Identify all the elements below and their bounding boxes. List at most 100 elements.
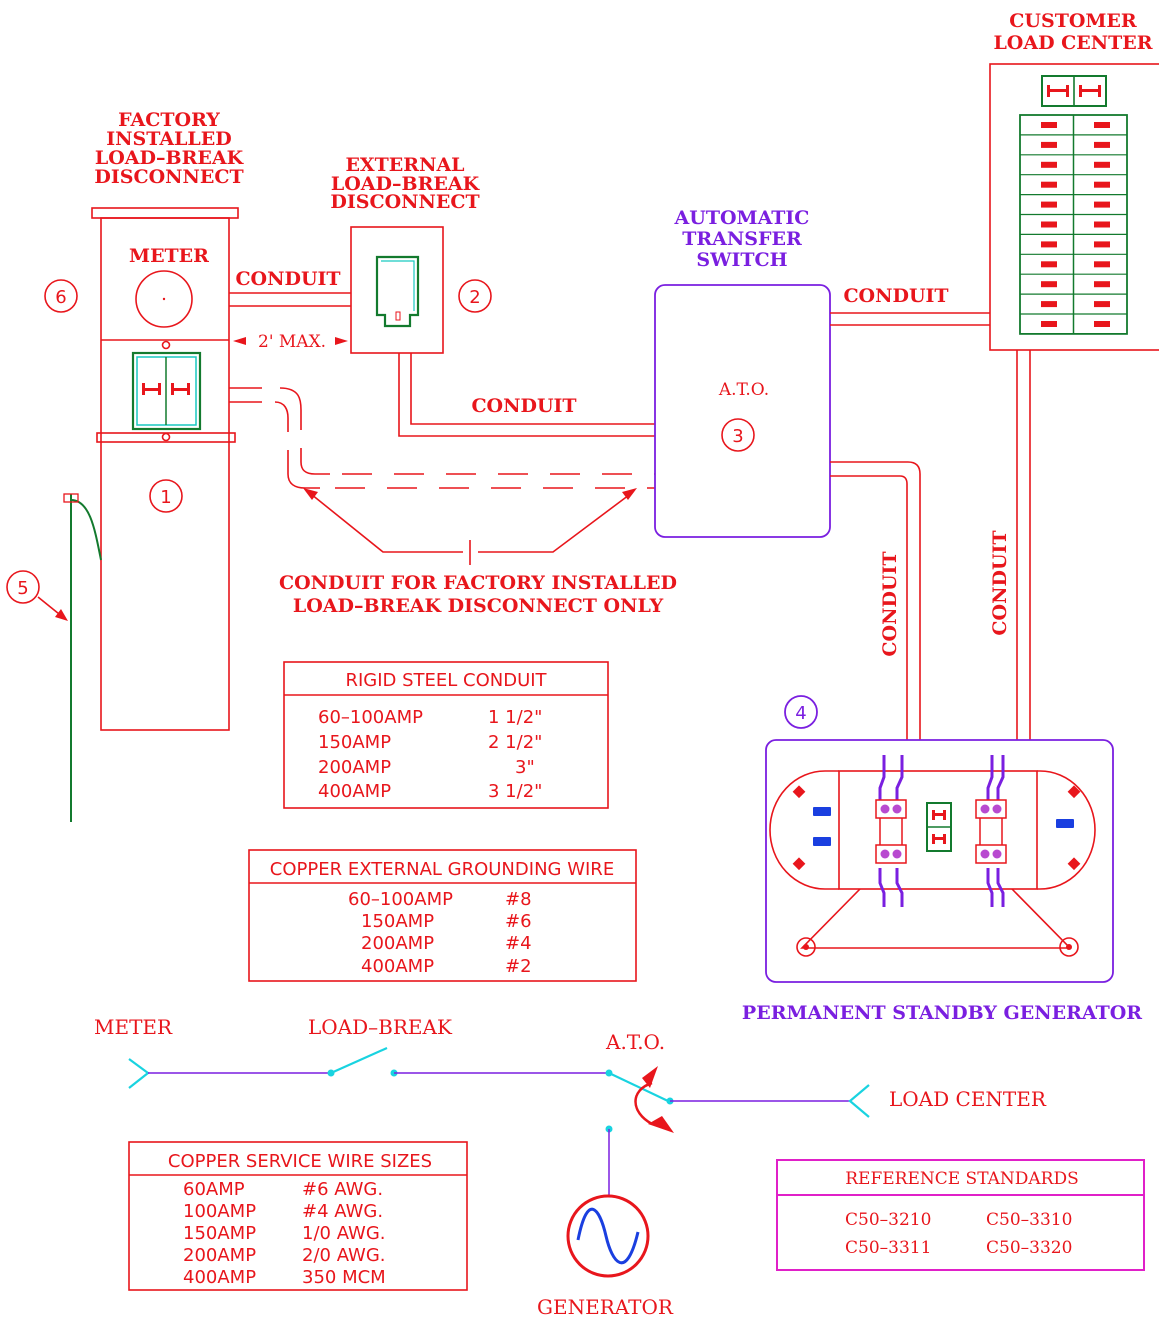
generator-symbol [566,1194,650,1278]
sine-wave-icon [576,1207,640,1265]
circuit-breaker [1041,321,1057,327]
clc-label-1: CUSTOMER [1009,10,1137,32]
conduit-label-1: CONDUIT [235,268,340,290]
callout-2: 2 [469,287,480,308]
circuit-breaker [1041,201,1057,208]
circuit-breaker [1094,181,1110,188]
grounding-row-amp: 150AMP [361,911,434,932]
rigid-row-amp: 400AMP [318,781,391,802]
rigid-row-size: 3 1/2" [488,781,542,802]
service-row-size: 1/0 AWG. [302,1223,386,1244]
service-row-size: 2/0 AWG. [302,1245,386,1266]
service-row-amp: 400AMP [183,1267,256,1288]
schematic-meter: METER [94,1015,173,1039]
factory-conduit-note: CONDUIT FOR FACTORY INSTALLED LOAD–BREAK… [279,488,677,617]
service-row-size: #4 AWG. [302,1201,383,1222]
service-title: COPPER SERVICE WIRE SIZES [168,1151,432,1172]
reference-code: C50–3310 [986,1210,1072,1230]
circuit-breaker [1094,261,1110,268]
ats-label-3: SWITCH [696,249,787,271]
disconnect-handle [375,255,420,328]
rigid-row-size: 1 1/2" [488,707,542,728]
schematic-generator: GENERATOR [537,1295,674,1319]
rigid-row-amp: 60–100AMP [318,707,423,728]
reference-code: C50–3210 [845,1210,931,1230]
callout-4: 4 [795,703,806,724]
rigid-title: RIGID STEEL CONDUIT [345,670,547,691]
callout-1: 1 [160,487,171,508]
circuit-breaker [1041,161,1057,168]
circuit-breaker [1041,221,1057,228]
service-wire-table: COPPER SERVICE WIRE SIZES 60AMP #6 AWG. … [128,1141,468,1291]
automatic-transfer-switch: AUTOMATIC TRANSFER SWITCH A.T.O. 3 [654,207,831,538]
factory-conduit-dashed [229,387,655,489]
ext-label-2: LOAD–BREAK [331,173,481,195]
grounding-row-size: #4 [505,933,532,954]
rigid-steel-conduit-table: RIGID STEEL CONDUIT 60–100AMP 1 1/2" 150… [283,661,609,809]
conduit-label-4: CONDUIT [879,551,901,656]
schematic-ato: A.T.O. [605,1030,665,1054]
conduit-label-3: CONDUIT [843,285,948,307]
factory-label-4: DISCONNECT [94,166,243,188]
circuit-breaker [1041,261,1057,268]
rigid-row-size: 2 1/2" [488,732,542,753]
meter-label: METER [129,245,209,267]
circuit-breaker [1041,122,1057,128]
schematic-load-center: LOAD CENTER [889,1087,1047,1111]
breaker-grid [1019,114,1128,335]
circuit-breaker [1094,301,1110,308]
rigid-row-amp: 150AMP [318,732,391,753]
circuit-breaker [1094,141,1110,148]
ext-label-1: EXTERNAL [345,154,464,176]
conduit-disconnect-to-ato: CONDUIT [398,353,655,437]
ats-label-1: AUTOMATIC [674,207,810,229]
service-row-size: 350 MCM [302,1267,386,1288]
reference-code: C50–3311 [845,1238,931,1258]
clc-label-2: LOAD CENTER [993,32,1152,54]
meter-pedestal: FACTORY INSTALLED LOAD–BREAK DISCONNECT … [44,109,245,731]
grounding-row-size: #6 [505,911,532,932]
ats-label-2: TRANSFER [682,228,802,250]
circuit-breaker [1094,321,1110,327]
grounding-wire-table: COPPER EXTERNAL GROUNDING WIRE 60–100AMP… [248,849,637,982]
one-line-schematic: METER LOAD–BREAK A.T.O. LOAD CENTER GENE… [94,1015,1047,1319]
grounding-row-amp: 200AMP [361,933,434,954]
circuit-breaker [1041,141,1057,148]
factory-breaker [131,351,202,431]
service-row-amp: 100AMP [183,1201,256,1222]
service-row-size: #6 AWG. [302,1179,383,1200]
standby-generator: 4 [742,695,1142,1024]
circuit-breaker [1041,241,1057,248]
service-row-amp: 150AMP [183,1223,256,1244]
schematic-load-break: LOAD–BREAK [308,1015,453,1039]
grounding-title: COPPER EXTERNAL GROUNDING WIRE [270,859,614,880]
service-row-amp: 200AMP [183,1245,256,1266]
rigid-row-amp: 200AMP [318,757,391,778]
external-disconnect: EXTERNAL LOAD–BREAK DISCONNECT 2 [330,154,492,354]
circuit-breaker [1041,301,1057,308]
conduit-label-5: CONDUIT [989,530,1011,635]
conduit-ato-to-loadcenter: CONDUIT [830,285,990,326]
conduit-loadcenter-to-generator: CONDUIT [989,350,1031,740]
service-row-amp: 60AMP [183,1179,245,1200]
factory-label-1: FACTORY [118,109,220,131]
circuit-breaker [1094,201,1110,208]
ext-label-3: DISCONNECT [330,191,479,213]
ato-label: A.T.O. [718,380,769,400]
callout-5: 5 [17,578,28,599]
circuit-breaker [1041,281,1057,288]
circuit-breaker [1094,122,1110,128]
two-ft-max-label: 2' MAX. [258,332,326,352]
ground-rod: 5 [6,493,102,822]
reference-standards-table: REFERENCE STANDARDS C50–3210 C50–3310 C5… [776,1159,1145,1271]
factory-label-2: INSTALLED [106,128,232,150]
grounding-row-size: #2 [505,956,532,977]
circuit-breaker [1094,161,1110,168]
factory-note-1: CONDUIT FOR FACTORY INSTALLED [279,572,677,594]
customer-load-center: CUSTOMER LOAD CENTER [989,10,1159,351]
generator-title: PERMANENT STANDBY GENERATOR [742,1002,1142,1024]
circuit-breaker [1094,281,1110,288]
factory-label-3: LOAD–BREAK [95,147,245,169]
rigid-row-size: 3" [515,757,535,778]
